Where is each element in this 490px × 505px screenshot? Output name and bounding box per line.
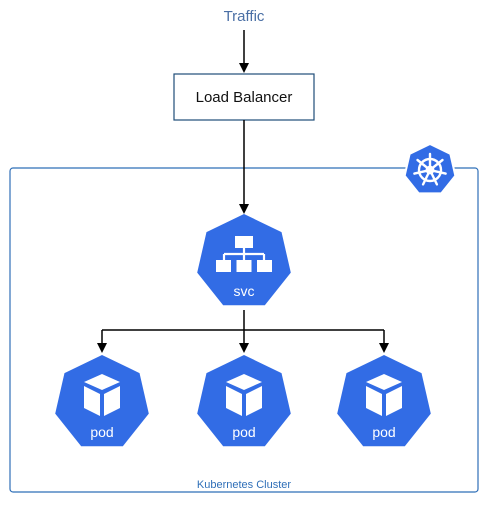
traffic-label: Traffic xyxy=(224,8,265,25)
pod-node[interactable]: pod xyxy=(197,355,291,447)
cube-icon xyxy=(226,374,262,416)
pod-label: pod xyxy=(372,424,395,440)
kubernetes-helm-icon xyxy=(403,143,457,195)
pod-node[interactable]: pod xyxy=(337,355,431,447)
pod-label: pod xyxy=(232,424,255,440)
pod-node[interactable]: pod xyxy=(55,355,149,447)
cluster-label: Kubernetes Cluster xyxy=(197,479,291,491)
load-balancer-label: Load Balancer xyxy=(196,89,293,106)
load-balancer-box[interactable]: Load Balancer xyxy=(173,73,315,121)
service-to-pods-connector xyxy=(97,310,389,353)
pod-label: pod xyxy=(90,424,113,440)
service-node[interactable]: svc xyxy=(197,214,291,306)
cube-icon xyxy=(366,374,402,416)
cube-icon xyxy=(84,374,120,416)
service-label: svc xyxy=(234,283,255,299)
hierarchy-icon xyxy=(216,236,272,272)
